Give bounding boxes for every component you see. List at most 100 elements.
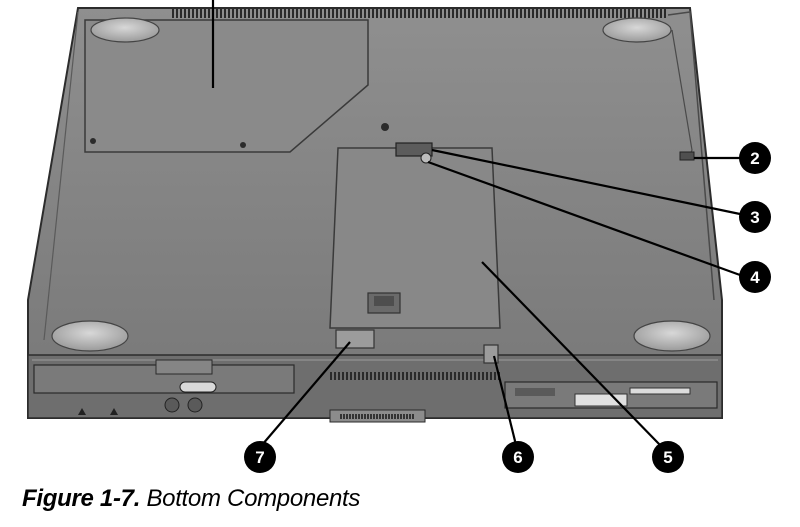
vent-slot (402, 372, 404, 380)
vent-slot (252, 9, 254, 18)
vent-slot (196, 9, 198, 18)
vent-slot (500, 9, 502, 18)
vent-slot (316, 9, 318, 18)
vent-slot (384, 9, 386, 18)
callout-3: 3 (739, 201, 771, 233)
vent-slot (244, 9, 246, 18)
vent-slot (616, 9, 618, 18)
vent-slot (370, 414, 372, 419)
vent-slot (434, 372, 436, 380)
vent-slot (248, 9, 250, 18)
vent-slot (420, 9, 422, 18)
vent-slot (400, 9, 402, 18)
leader-lines (211, 0, 741, 446)
vent-slot (404, 9, 406, 18)
vent-slot (392, 9, 394, 18)
vent-slot (470, 372, 472, 380)
callout-label: 4 (750, 268, 760, 287)
vent-slot (280, 9, 282, 18)
leader-line (427, 160, 741, 277)
release-latch (335, 329, 375, 349)
vent-slot (236, 9, 238, 18)
vent-slot (496, 9, 498, 18)
vent-slot (397, 414, 399, 419)
vent-slot (540, 9, 542, 18)
vent-slot (352, 9, 354, 18)
vent-slot (628, 9, 630, 18)
vent-slot (367, 414, 369, 419)
vent-slot (608, 9, 610, 18)
vent-slot (356, 9, 358, 18)
vent-slot (276, 9, 278, 18)
vent-slot (632, 9, 634, 18)
vent-slot (332, 9, 334, 18)
vent-slot (544, 9, 546, 18)
vent-slot (352, 414, 354, 419)
vent-slot (446, 372, 448, 380)
vent-slot (660, 9, 662, 18)
vent-slot (373, 414, 375, 419)
vent-slot (512, 9, 514, 18)
screw (240, 142, 246, 148)
vent-slot (208, 9, 210, 18)
vent-slot (398, 372, 400, 380)
leader-line (492, 355, 518, 446)
callout-label: 6 (513, 448, 522, 467)
vent-slot (450, 372, 452, 380)
vent-slot (330, 372, 332, 380)
vent-slot (438, 372, 440, 380)
vent-slot (292, 9, 294, 18)
vent-slot (560, 9, 562, 18)
vent-slot (391, 414, 393, 419)
vent-slot (406, 372, 408, 380)
vent-slot (200, 9, 202, 18)
vent-slot (472, 9, 474, 18)
vent-slot (604, 9, 606, 18)
vent-slot (376, 414, 378, 419)
vent-slot (382, 414, 384, 419)
vent-slot (358, 372, 360, 380)
vent-slot (476, 9, 478, 18)
vent-slot (486, 372, 488, 380)
callout-7: 7 (244, 441, 276, 473)
vent-slot (412, 9, 414, 18)
callout-label: 3 (750, 208, 759, 227)
top-vent (172, 9, 666, 18)
vent-slot (342, 372, 344, 380)
vent-slot (460, 9, 462, 18)
vent-slot (430, 372, 432, 380)
vent-slot (403, 414, 405, 419)
vent-slot (478, 372, 480, 380)
vent-slot (424, 9, 426, 18)
vent-slot (600, 9, 602, 18)
front-vent (330, 372, 500, 380)
callout-5: 5 (652, 441, 684, 473)
vent-slot (348, 9, 350, 18)
vent-slot (466, 372, 468, 380)
vent-slot (172, 9, 174, 18)
vent-slot (264, 9, 266, 18)
bottom-components-illustration: 2 3 4 5 6 7 (27, 0, 771, 473)
vent-slot (224, 9, 226, 18)
vent-slot (184, 9, 186, 18)
vent-slot (596, 9, 598, 18)
vent-slot (232, 9, 234, 18)
screw (381, 123, 389, 131)
side-tab (679, 151, 695, 161)
vent-slot (268, 9, 270, 18)
vent-slot (304, 9, 306, 18)
vent-slot (520, 9, 522, 18)
vent-slot (340, 414, 342, 419)
vent-slot (652, 9, 654, 18)
vent-slot (340, 9, 342, 18)
vent-slot (364, 414, 366, 419)
vent-slot (580, 9, 582, 18)
vent-slot (344, 9, 346, 18)
vent-slot (484, 9, 486, 18)
vent-slot (346, 372, 348, 380)
vent-slot (386, 372, 388, 380)
figure-number: Figure 1-7. (22, 485, 141, 512)
vent-slot (358, 414, 360, 419)
vent-slot (474, 372, 476, 380)
vent-slot (256, 9, 258, 18)
